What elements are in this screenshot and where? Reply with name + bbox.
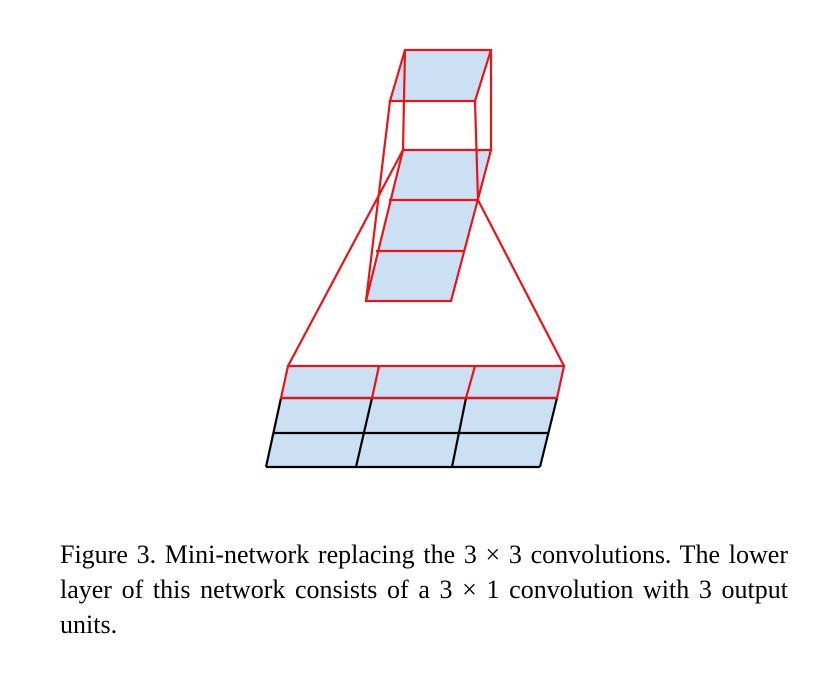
figure-caption: Figure 3. Mini-network replacing the 3 ×… — [60, 540, 788, 639]
middle-layer-fill — [366, 150, 491, 301]
connection-left — [287, 149, 404, 367]
mini-network-diagram — [264, 48, 566, 469]
connection-right — [477, 199, 565, 367]
receptive-field-row — [279, 364, 566, 400]
upper-connection-left-front — [364, 100, 392, 302]
input-grid-line-col2 — [354, 397, 374, 468]
upper-connections — [364, 49, 493, 302]
input-grid-3x3 — [264, 364, 566, 469]
input-grid-line-right — [538, 397, 559, 468]
receptive-field-divider-1 — [370, 365, 381, 399]
receptive-field-divider-2 — [464, 365, 477, 399]
input-grid-fill — [266, 366, 564, 467]
input-grid-line-left — [264, 397, 283, 468]
input-grid-line-col3 — [450, 397, 468, 468]
middle-layer-3-units — [364, 148, 493, 303]
upper-connection-left-back — [401, 49, 407, 151]
lower-connections — [287, 149, 565, 367]
upper-connection-right-front — [473, 100, 480, 201]
output-unit-fill — [390, 50, 491, 101]
